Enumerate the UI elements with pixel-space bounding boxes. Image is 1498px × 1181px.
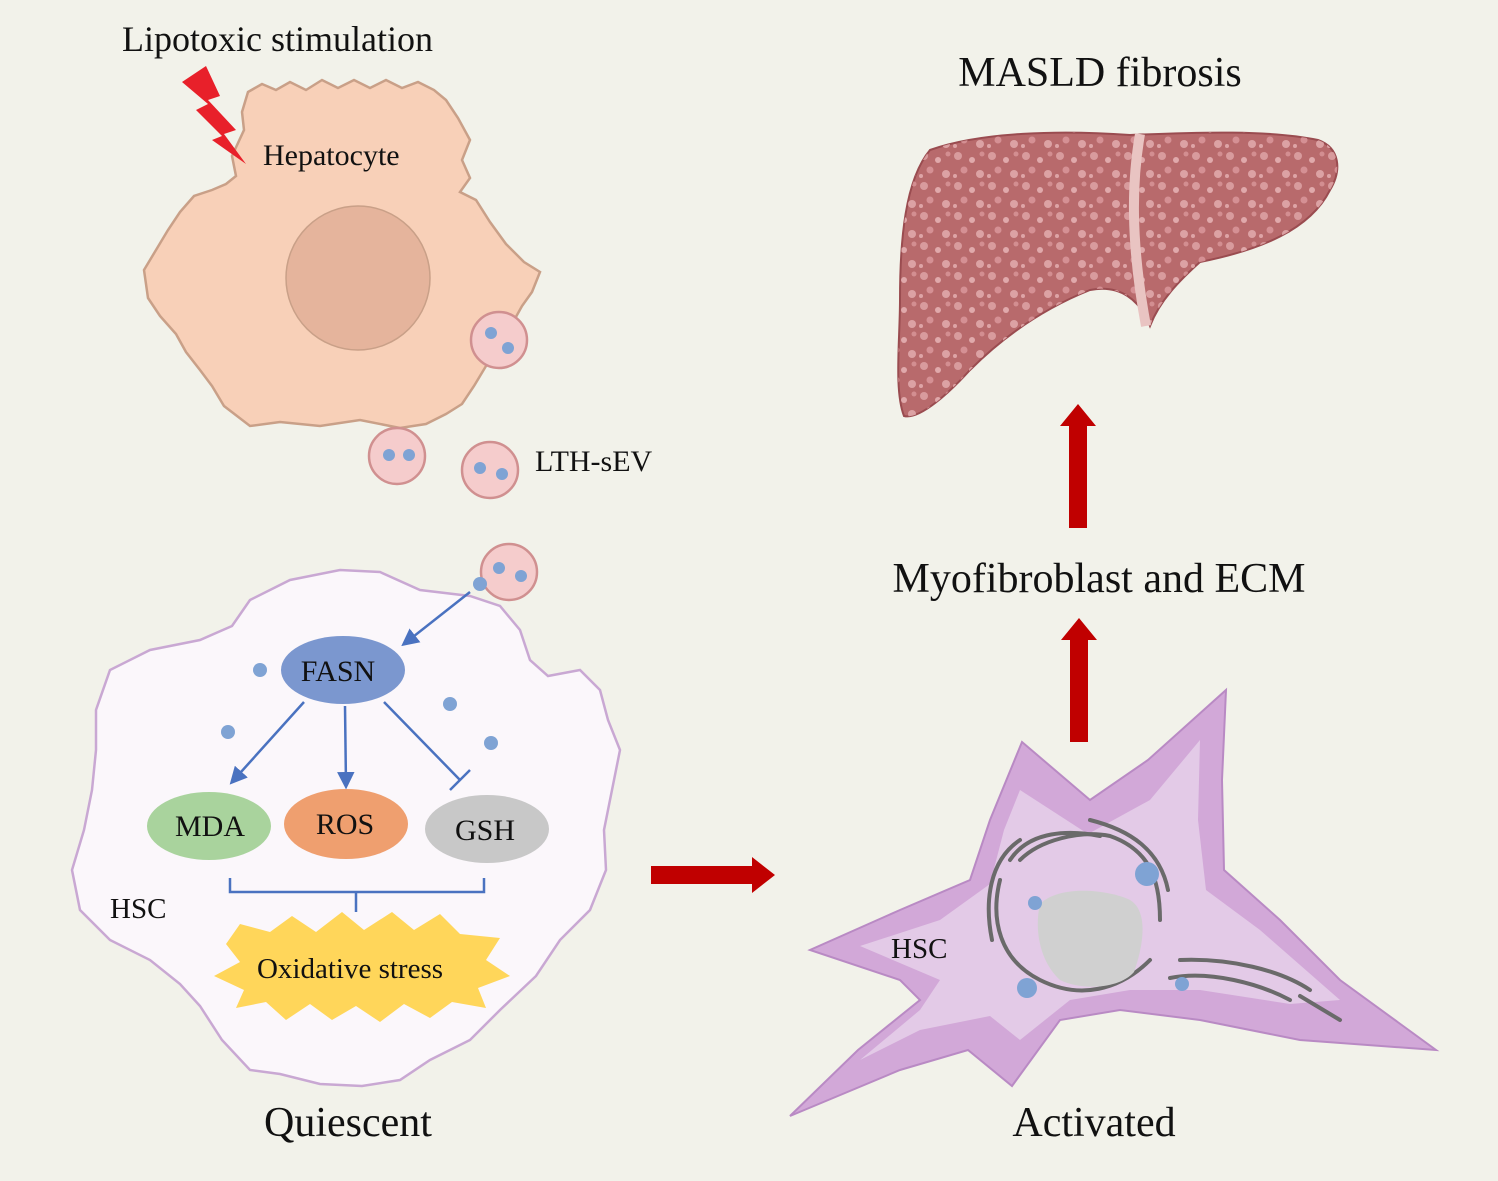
hepatocyte-label: Hepatocyte	[263, 139, 400, 172]
oxidative-stress-burst	[214, 912, 510, 1022]
convergence-bracket	[228, 878, 486, 912]
cargo-dot	[221, 725, 235, 739]
cargo-dot	[1175, 977, 1189, 991]
fasn-node	[281, 636, 405, 704]
arrow-vesicle-to-fasn	[401, 591, 471, 647]
vesicle	[469, 310, 529, 370]
cargo-dot	[473, 577, 487, 591]
cargo-dot	[443, 697, 457, 711]
cargo-dot	[1028, 896, 1042, 910]
cargo-dot	[1017, 978, 1037, 998]
vesicle	[367, 426, 427, 486]
fasn-label: FASN	[301, 655, 375, 688]
hsc-quiescent-label: HSC	[110, 893, 166, 925]
activated-hsc-fibers	[986, 818, 1342, 1022]
oxidative-stress-label: Oxidative stress	[257, 953, 443, 985]
mda-node	[147, 792, 271, 860]
myofibroblast-ecm-label: Myofibroblast and ECM	[893, 556, 1306, 602]
fibrotic-liver	[897, 131, 1339, 418]
lightning-icon	[182, 66, 246, 164]
quiescent-label: Quiescent	[264, 1100, 432, 1146]
activation-arrow	[651, 857, 775, 893]
lipotoxic-stimulation-label: Lipotoxic stimulation	[122, 19, 433, 59]
vesicle	[460, 440, 520, 500]
cargo-dot	[1135, 862, 1159, 886]
activated-label: Activated	[1012, 1100, 1175, 1146]
cargo-dot	[253, 663, 267, 677]
mda-label: MDA	[175, 810, 245, 843]
arrow-to-fibrosis	[1060, 404, 1096, 528]
arrow-fasn-to-mda	[229, 701, 305, 785]
ros-node	[284, 789, 408, 859]
arrow-to-myofibroblast	[1061, 618, 1097, 742]
ros-label: ROS	[316, 808, 374, 841]
inhibition-fasn-to-gsh	[383, 701, 471, 791]
arrow-fasn-to-ros	[337, 705, 355, 790]
hsc-activated-label: HSC	[891, 933, 947, 965]
activated-hsc-nucleus	[1037, 890, 1143, 987]
vesicle	[479, 542, 539, 602]
cargo-dot	[484, 736, 498, 750]
lth-sev-label: LTH-sEV	[535, 445, 653, 478]
hepatocyte-nucleus	[285, 205, 431, 351]
hepatocyte-cell	[142, 78, 542, 430]
gsh-label: GSH	[455, 814, 515, 847]
gsh-node	[425, 795, 549, 863]
masld-fibrosis-label: MASLD fibrosis	[958, 50, 1242, 96]
